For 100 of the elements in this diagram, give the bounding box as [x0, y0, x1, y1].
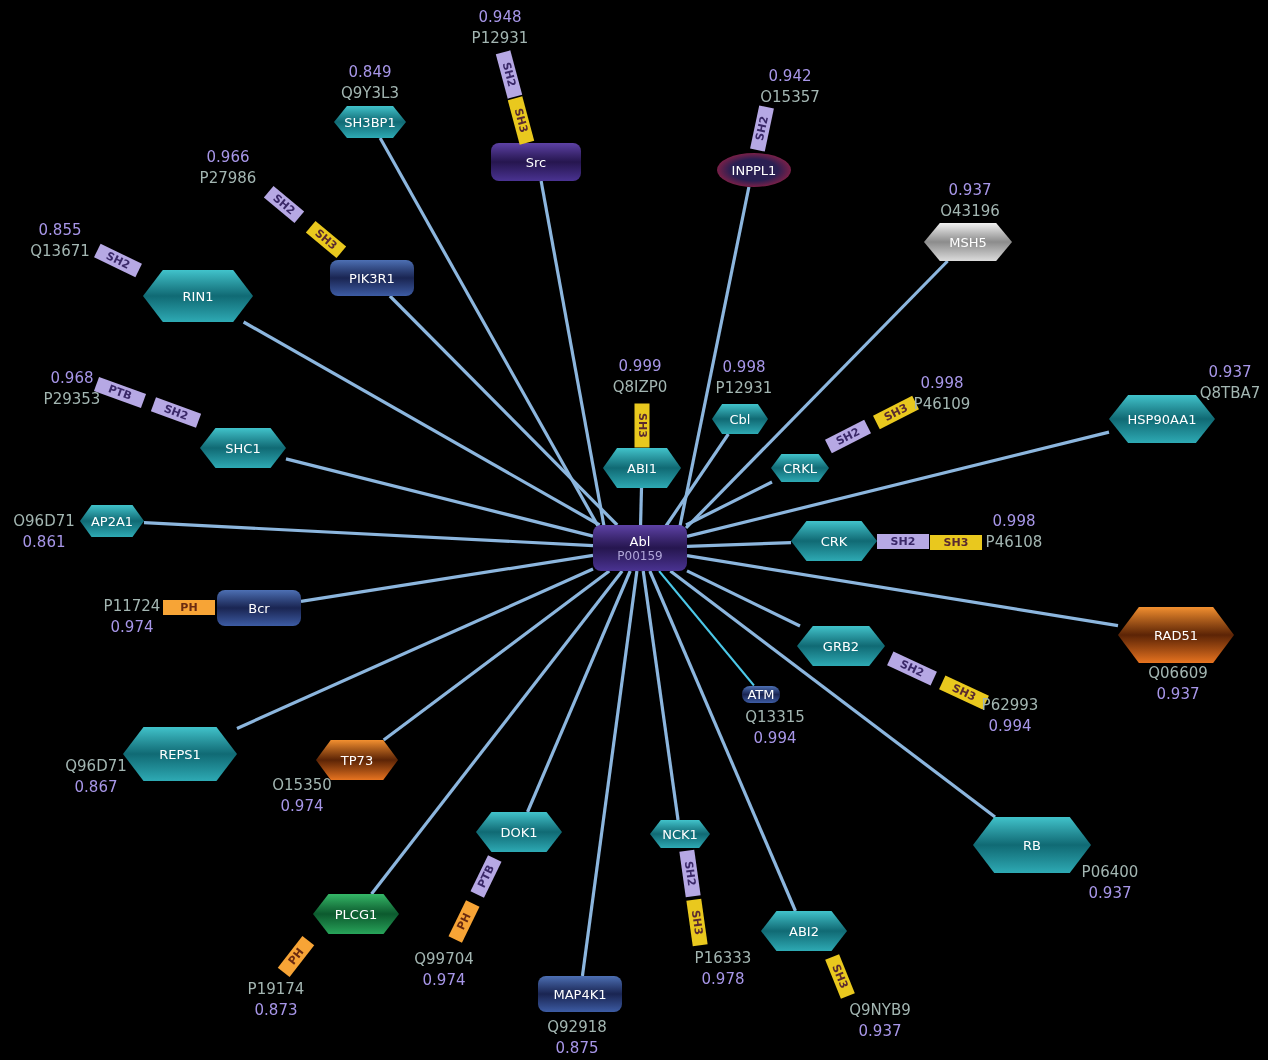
accession-label: Q92918 [547, 1017, 607, 1037]
domain-name: PH [455, 910, 473, 932]
score-label: 0.937 [1208, 362, 1252, 382]
interaction-line [639, 487, 644, 526]
protein-name: MAP4K1 [553, 987, 607, 1001]
score-label: 0.974 [422, 970, 466, 990]
protein-name: TP73 [340, 753, 374, 767]
protein-name: HSP90AA1 [1127, 412, 1197, 426]
protein-name: CRKL [783, 461, 817, 475]
interaction-line [686, 554, 1119, 628]
interaction-line [669, 569, 996, 819]
accession-label: P06400 [1081, 862, 1139, 882]
accession-label: Q13315 [745, 707, 805, 727]
domain-tag [686, 898, 708, 946]
interaction-line [388, 294, 619, 527]
protein-name: Src [525, 155, 547, 169]
domain-name: SH3 [689, 908, 705, 936]
score-label: 0.937 [1088, 883, 1132, 903]
domain-tag [634, 403, 650, 447]
domain-name: SH3 [882, 401, 910, 423]
accession-label: P46108 [985, 532, 1043, 552]
protein-name: NCK1 [662, 827, 698, 841]
domain-name: SH3 [943, 536, 969, 548]
protein-name: Cbl [729, 412, 751, 426]
protein-name: DOK1 [500, 825, 538, 839]
interaction-line [684, 259, 949, 530]
score-label: 0.994 [988, 716, 1032, 736]
protein-name: MSH5 [949, 235, 987, 249]
protein-name: ATM [747, 687, 775, 701]
accession-label: Q9NYB9 [849, 1000, 911, 1020]
accession-label: Q06609 [1148, 663, 1208, 683]
protein-name: AP2A1 [90, 514, 134, 528]
protein-name: PLCG1 [334, 907, 378, 921]
score-label: 0.948 [478, 7, 522, 27]
domain-name: PTB [475, 862, 497, 890]
interaction-line [539, 180, 606, 527]
protein-name: REPS1 [159, 747, 201, 761]
score-label: 0.974 [110, 617, 154, 637]
accession-label: O43196 [940, 201, 1000, 221]
interaction-line [658, 570, 755, 687]
score-label: 0.998 [992, 511, 1036, 531]
interaction-line [686, 540, 792, 548]
accession-label: P29353 [43, 389, 101, 409]
domain-name: SH2 [682, 859, 698, 887]
accession-label: P62993 [981, 695, 1039, 715]
domain-name: SH2 [104, 249, 132, 271]
protein-name: Abl [629, 534, 651, 548]
accession-label: P46109 [913, 394, 971, 414]
protein-name: ABI1 [627, 461, 657, 475]
protein-box [538, 976, 622, 1012]
domain-name: PH [286, 945, 306, 967]
interaction-line [664, 433, 730, 527]
accession-label: P11724 [103, 596, 161, 616]
interaction-line [678, 186, 751, 527]
protein-name: RIN1 [182, 289, 214, 303]
accession-label: P12931 [715, 378, 773, 398]
score-label: 0.867 [74, 777, 118, 797]
accession-label: Q8TBA7 [1199, 383, 1261, 403]
domain-tag [877, 533, 929, 549]
domain-name: SH3 [950, 681, 978, 703]
interaction-line [686, 569, 801, 628]
protein-box [491, 143, 581, 181]
score-label: 0.999 [618, 356, 662, 376]
accession-label: P27986 [199, 168, 257, 188]
domain-name: SH2 [754, 114, 770, 142]
interaction-line [300, 553, 594, 603]
domain-name: SH2 [898, 657, 926, 679]
score-label: 0.855 [38, 220, 82, 240]
interaction-line [526, 570, 632, 813]
domain-name: PH [180, 601, 198, 613]
score-label: 0.937 [1156, 684, 1200, 704]
accession-label: P12931 [471, 28, 529, 48]
accession-label: Q8IZP0 [612, 377, 668, 397]
score-label: 0.849 [348, 62, 392, 82]
score-label: 0.875 [555, 1038, 599, 1058]
accession-label: Q99704 [414, 949, 474, 969]
domain-name: SH3 [636, 412, 648, 438]
domain-name: SH3 [830, 962, 850, 990]
domain-name: SH2 [162, 402, 190, 422]
domain-name: SH2 [834, 425, 862, 447]
interaction-line [685, 480, 773, 527]
protein-name: SH3BP1 [344, 115, 396, 129]
score-label: 0.937 [948, 180, 992, 200]
domain-tag [163, 599, 215, 615]
protein-name: ABI2 [789, 924, 819, 938]
interaction-line [641, 570, 680, 821]
accession-label: Q9Y3L3 [341, 83, 399, 103]
accession-label: Q96D71 [65, 756, 127, 776]
protein-name: SHC1 [225, 441, 261, 455]
protein-name: GRB2 [822, 639, 860, 653]
domain-tag [930, 534, 982, 550]
domain-name: SH2 [500, 60, 518, 88]
protein-name: CRK [820, 534, 848, 548]
score-label: 0.994 [753, 728, 797, 748]
score-label: 0.998 [920, 373, 964, 393]
interaction-line [143, 521, 594, 548]
interaction-line [285, 457, 594, 538]
score-label: 0.937 [858, 1021, 902, 1041]
score-label: 0.978 [701, 969, 745, 989]
interaction-line [382, 569, 611, 742]
